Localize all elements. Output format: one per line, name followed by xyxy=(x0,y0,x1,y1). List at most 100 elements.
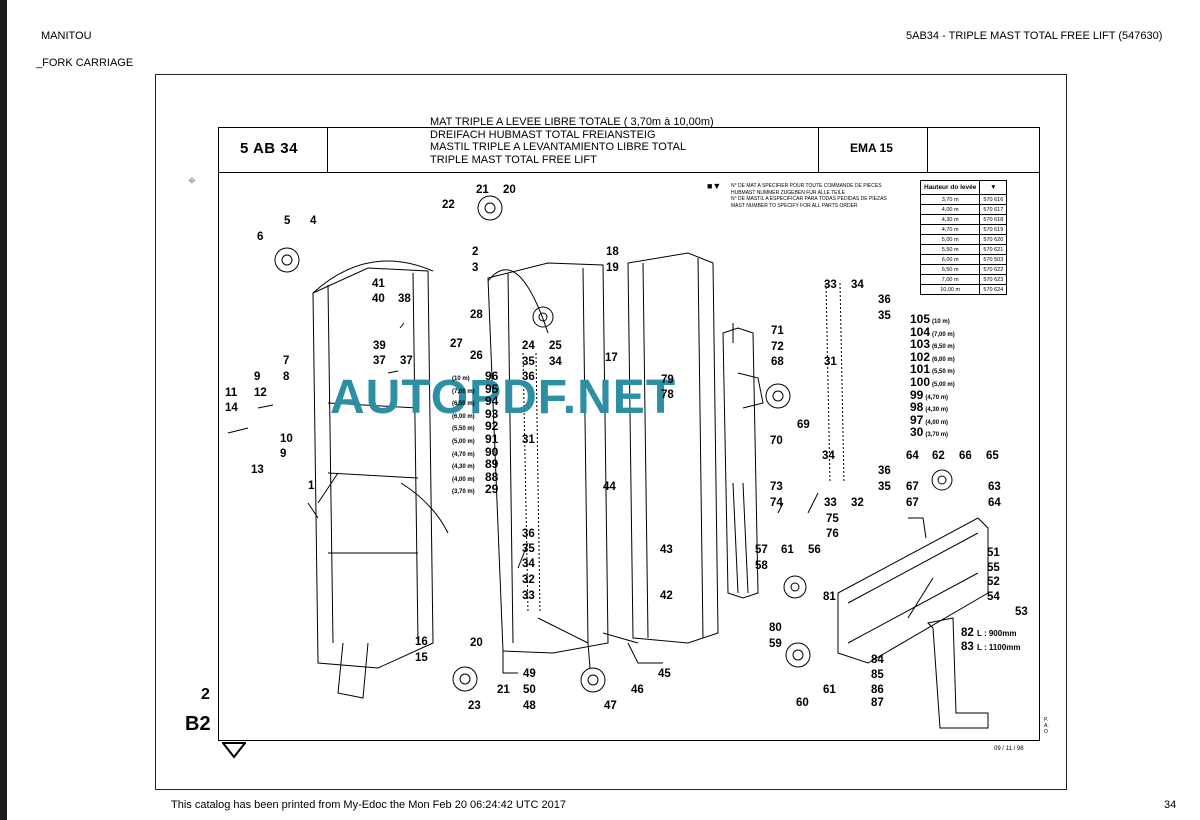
chain-part-number: 30 xyxy=(910,425,924,440)
part-callout: 42 xyxy=(660,590,673,602)
part-callout: 85 xyxy=(871,669,884,681)
chain-left-item: (5,00 m)91 xyxy=(452,430,499,446)
fork-82-length: L : 900mm xyxy=(977,629,1017,638)
chain-right-item: 100(5,00 m) xyxy=(910,373,955,389)
part-callout: 9 xyxy=(254,371,261,383)
diagram-frame xyxy=(155,74,1067,790)
plate-date: 09 / 11 / 98 xyxy=(994,746,1024,752)
part-callout: 74 xyxy=(770,497,783,509)
title-es: MASTIL TRIPLE A LEVANTAMIENTO LIBRE TOTA… xyxy=(430,141,687,153)
chain-height: (10 m) xyxy=(452,376,470,382)
chain-height: (5,50 m) xyxy=(932,369,955,376)
part-callout: 35 xyxy=(878,310,891,322)
chain-part-number: 100 xyxy=(910,374,931,389)
registration-mark-icon: ⌖ xyxy=(188,172,196,188)
part-callout: 51 xyxy=(987,547,1000,559)
part-callout: 5 xyxy=(284,215,291,227)
chain-part-number: 90 xyxy=(485,444,499,459)
note-line: N° DE MASTIL A ESPECIFICAR PARA TODAS PE… xyxy=(731,196,887,202)
watermark: AUTOPDF.NET xyxy=(330,371,677,424)
part-callout: 36 xyxy=(522,528,535,540)
chain-right-item: 97(4,00 m) xyxy=(910,411,955,427)
chain-height: (4,70 m) xyxy=(925,394,949,401)
part-callout: 44 xyxy=(603,481,616,493)
part-callout: 57 xyxy=(755,544,768,556)
part-callout: 46 xyxy=(631,684,644,696)
chain-height: (4,30 m) xyxy=(925,407,949,414)
part-callout: 4 xyxy=(310,215,317,227)
chain-left-item: (5,50 m)92 xyxy=(452,417,498,433)
chain-left-item: (10 m)96 xyxy=(452,367,498,383)
part-callout: 70 xyxy=(770,435,783,447)
left-edge-bar xyxy=(0,0,7,820)
part-callout: 11 xyxy=(225,387,238,399)
part-callout: 73 xyxy=(770,481,783,493)
part-callout: 79 xyxy=(661,374,674,386)
part-callout: 59 xyxy=(769,638,782,650)
part-callout: 32 xyxy=(851,497,864,509)
exploded-view-drawing xyxy=(227,195,989,729)
part-callout: 38 xyxy=(398,293,411,305)
part-callout: 3 xyxy=(472,262,479,274)
chain-part-number: 101 xyxy=(910,362,931,377)
part-callout: 36 xyxy=(878,465,891,477)
title-en: TRIPLE MAST TOTAL FREE LIFT xyxy=(430,153,597,166)
part-callout: 12 xyxy=(254,387,267,399)
part-callout: 50 xyxy=(523,684,536,696)
chain-right-item: 105(10 m) xyxy=(910,310,955,326)
chain-part-number: 98 xyxy=(910,400,924,415)
part-callout: 10 xyxy=(280,433,293,445)
part-callout: 68 xyxy=(771,356,784,368)
chain-right-item: 101(5,50 m) xyxy=(910,360,955,377)
part-callout: 75 xyxy=(826,513,839,525)
part-callout: 34 xyxy=(549,356,562,368)
order-notes: N° DE MAT A SPECIFIER POUR TOUTE COMMAND… xyxy=(731,183,887,209)
chain-height: (4,00 m) xyxy=(452,476,475,483)
part-callout: 31 xyxy=(522,434,535,446)
part-callout: 76 xyxy=(826,528,839,540)
sheet-header-line xyxy=(218,172,1040,173)
part-callout: 19 xyxy=(606,262,619,274)
part-callout: 84 xyxy=(871,654,884,666)
plate-titles: MAT TRIPLE A LEVEE LIBRE TOTALE ( 3,70m … xyxy=(430,116,714,166)
chain-part-number: 99 xyxy=(910,387,924,402)
part-callout: 53 xyxy=(1015,606,1028,618)
chain-right-item: 104(7,00 m) xyxy=(910,323,955,339)
print-note: This catalog has been printed from My-Ed… xyxy=(171,799,566,811)
chain-part-number: 97 xyxy=(910,412,924,427)
part-callout: 16 xyxy=(415,636,428,648)
part-callout: 34 xyxy=(522,558,535,570)
fork-83-length: L : 1100mm xyxy=(977,643,1021,652)
part-callout: 56 xyxy=(808,544,821,556)
plate-code: 5 AB 34 xyxy=(240,140,298,157)
page-number: 34 xyxy=(1164,799,1177,811)
part-callout: 9 xyxy=(280,448,287,460)
part-callout: 58 xyxy=(755,560,768,572)
page-index: 2 xyxy=(201,686,210,703)
part-callout: 27 xyxy=(450,338,463,350)
part-callout: 67 xyxy=(906,481,919,493)
part-callout: 67 xyxy=(906,497,919,509)
chain-part-number: 91 xyxy=(485,431,499,446)
part-callout: 8 xyxy=(283,371,290,383)
chain-right-item: 30(3,70 m) xyxy=(910,423,955,440)
part-callout: 48 xyxy=(523,700,536,712)
chain-part-number: 102 xyxy=(910,349,931,364)
part-callout: 35 xyxy=(522,543,535,555)
chain-right-item: 99(4,70 m) xyxy=(910,386,955,402)
parts-sheet xyxy=(218,127,1040,741)
part-callout: 18 xyxy=(606,246,619,258)
chain-left-item: (6,50 m)94 xyxy=(452,392,498,408)
part-callout: 49 xyxy=(523,668,536,680)
chain-height: (7,00 m) xyxy=(452,388,475,395)
part-callout: 36 xyxy=(878,294,891,306)
note-line: MAST NUMBER TO SPECIFY FOR ALL PARTS ORD… xyxy=(731,202,858,209)
part-callout: 47 xyxy=(604,700,617,712)
part-callout: 2 xyxy=(472,246,479,258)
chain-height: (5,50 m) xyxy=(452,426,475,433)
chain-part-number: 88 xyxy=(485,469,499,484)
part-callout: 26 xyxy=(470,350,483,362)
part-callout: 87 xyxy=(871,697,884,709)
part-callout: 21 xyxy=(497,684,510,696)
chain-height: (6,50 m) xyxy=(452,401,475,408)
